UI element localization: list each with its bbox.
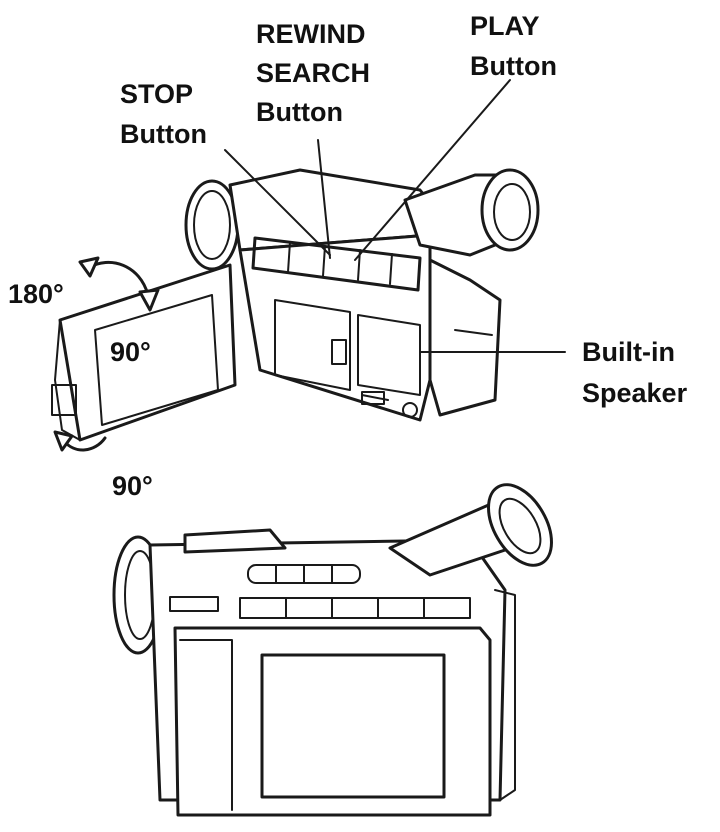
eyecup-bottom: [487, 483, 553, 567]
top-camcorder-drawing: [51, 79, 566, 452]
stop-label-line2: Button: [120, 119, 207, 149]
angle-90-bottom-label: 90°: [112, 471, 153, 501]
lcd-screen-closed: [260, 653, 446, 799]
lcd-panel-open: [58, 263, 237, 442]
rewind-search-label-line2: SEARCH: [256, 58, 371, 88]
rewind-search-label-line3: Button: [256, 97, 343, 127]
angle-180-label: 180°: [8, 279, 64, 309]
rewind-leader: [317, 139, 331, 259]
rewind-search-label-line1: REWIND: [256, 19, 366, 49]
bottom-camcorder-drawing: [112, 483, 553, 817]
camera-side-body: [238, 233, 432, 422]
rotation-arrow-180: [86, 260, 150, 297]
speaker-label-line1: Built-in: [582, 337, 675, 367]
hand-grip: [428, 258, 502, 417]
lcd-panel-closed: [173, 626, 492, 817]
stop-leader: [224, 149, 331, 256]
play-leader: [354, 79, 511, 261]
play-label-line2: Button: [470, 51, 557, 81]
button-strip: [251, 236, 422, 292]
lcd-screen: [94, 294, 219, 426]
speaker-label-line2: Speaker: [582, 378, 688, 408]
stop-label-line1: STOP: [120, 79, 194, 109]
play-label-line1: PLAY: [470, 11, 540, 41]
angle-90-screen-label: 90°: [110, 337, 151, 367]
